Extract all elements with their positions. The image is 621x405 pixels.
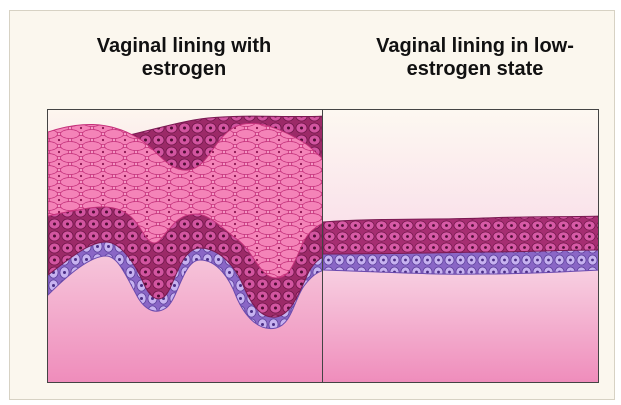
with-estrogen-panel [47,109,324,383]
low-estrogen-panel [322,109,599,383]
low-estrogen-heading: Vaginal lining in low-estrogen state [340,35,610,81]
figure: Vaginal lining with estrogen Vaginal lin… [9,10,615,400]
with-estrogen-heading: Vaginal lining with estrogen [54,35,314,81]
intermediate-layer [323,216,599,254]
with-estrogen-illustration [48,110,324,383]
low-estrogen-illustration [323,110,599,383]
